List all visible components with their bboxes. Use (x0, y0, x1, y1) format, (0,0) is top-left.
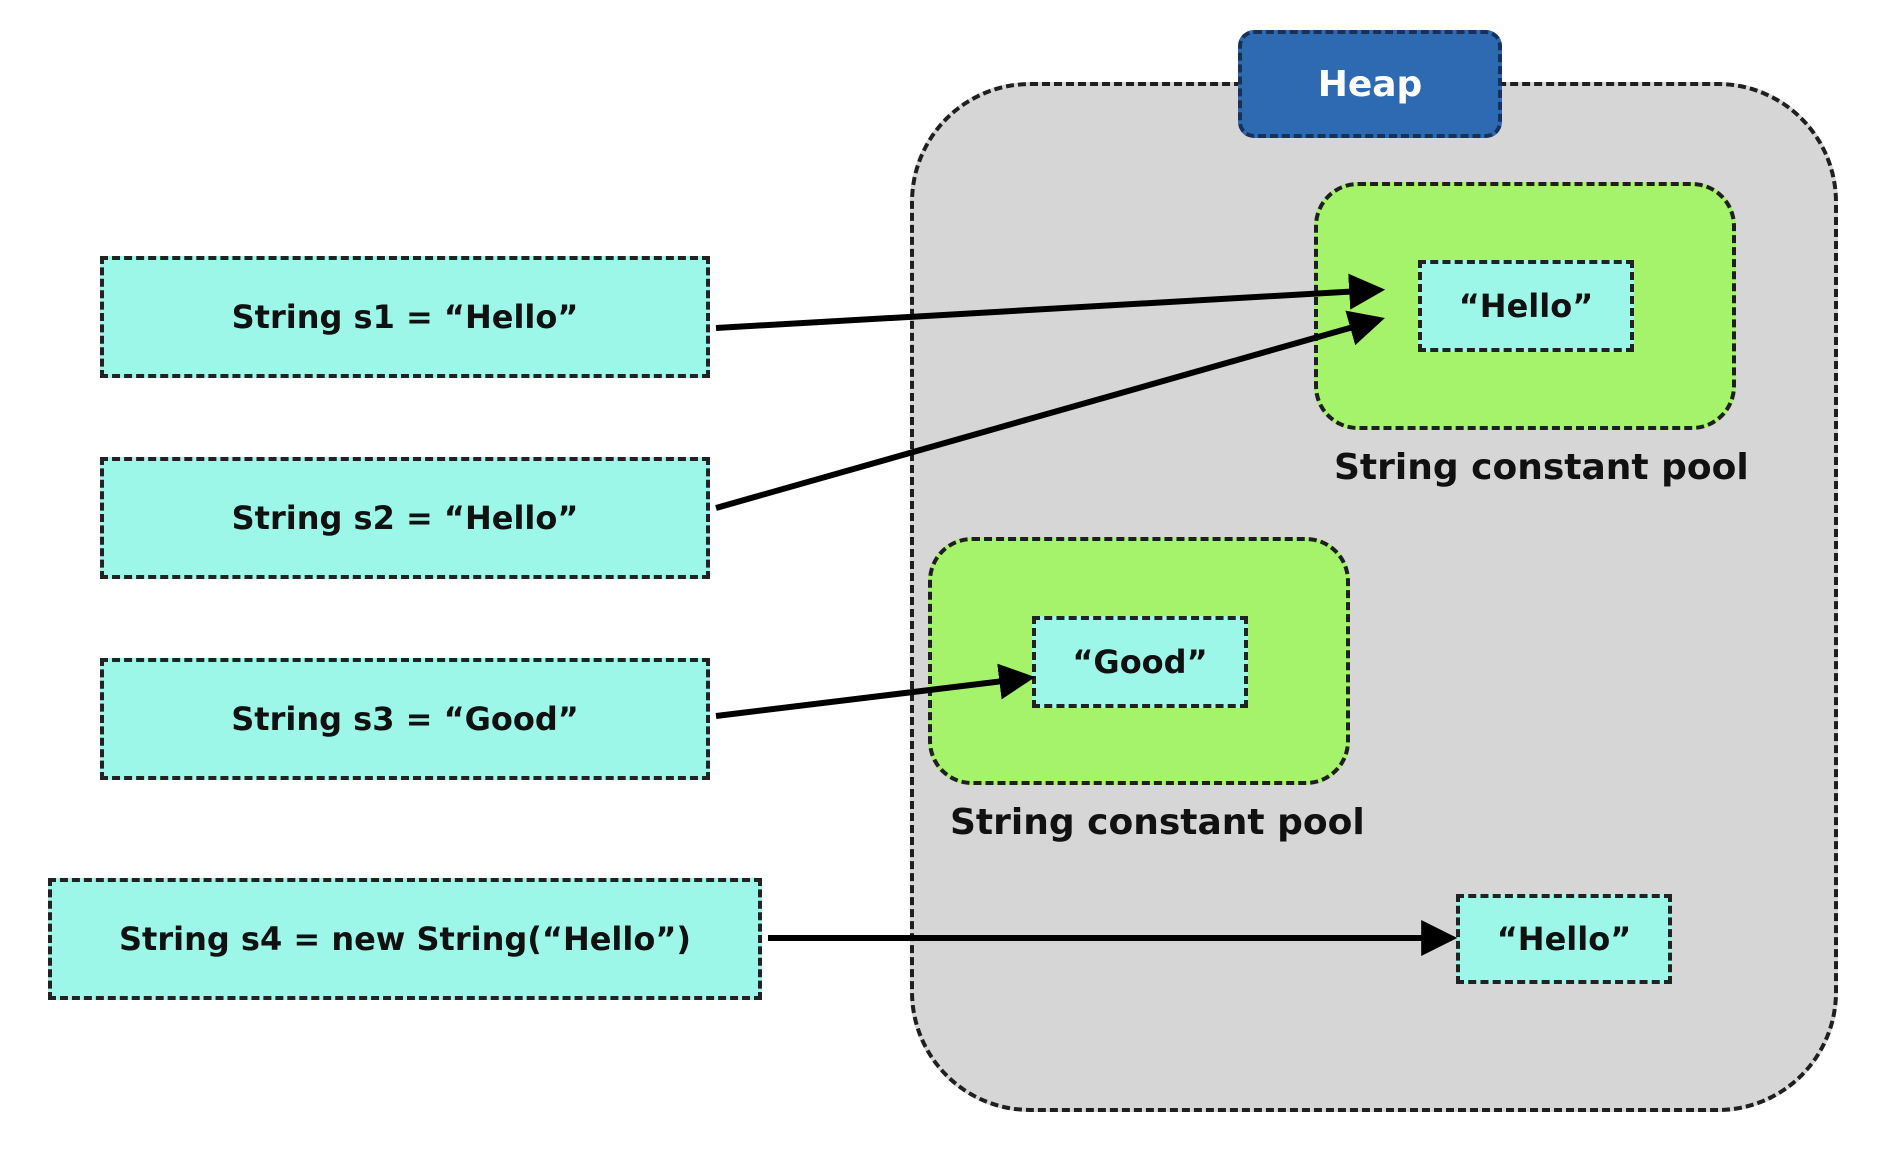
arrow-s3-to-pool-good (715, 663, 1036, 719)
declaration-s3: String s3 = “Good” (100, 658, 710, 780)
pool-literal-hello: “Hello” (1418, 260, 1634, 352)
heap-object-hello: “Hello” (1456, 894, 1672, 984)
arrow-s1-to-pool-hello (715, 273, 1386, 331)
declaration-s2: String s2 = “Hello” (100, 457, 710, 579)
pool-label-good: String constant pool (950, 802, 1365, 843)
pool-literal-good: “Good” (1032, 616, 1248, 708)
pool-label-hello: String constant pool (1334, 447, 1749, 488)
heap-label: Heap (1238, 30, 1502, 138)
arrow-s2-to-pool-hello (715, 310, 1385, 511)
declaration-s4: String s4 = new String(“Hello”) (48, 878, 762, 1000)
declaration-s1: String s1 = “Hello” (100, 256, 710, 378)
